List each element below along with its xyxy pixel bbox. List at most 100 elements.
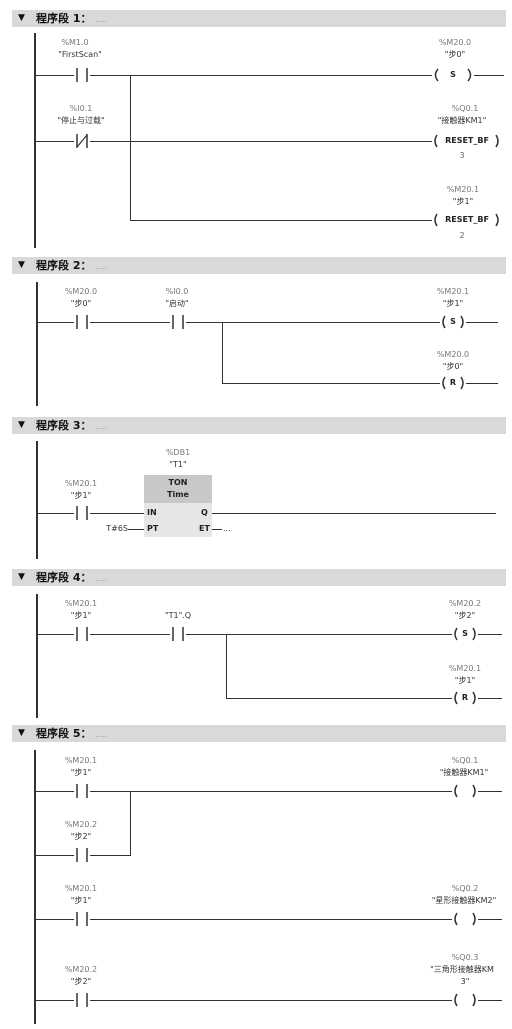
operand-address: %M20.1: [446, 185, 480, 194]
coil-type: R: [449, 378, 457, 387]
coil-set-step0[interactable]: S: [432, 68, 474, 82]
operand-name: "启动": [165, 299, 189, 308]
collapse-toggle-icon[interactable]: ▼: [18, 728, 25, 738]
operand-name-continued: 3": [460, 977, 470, 986]
network-1-comment[interactable]: .....: [95, 16, 107, 24]
wire: [36, 855, 74, 856]
network-4-comment[interactable]: .....: [95, 575, 107, 583]
coil-reset-step0[interactable]: R: [440, 376, 466, 390]
coil-km3[interactable]: [452, 993, 478, 1007]
operand-name: "步2": [70, 832, 92, 841]
wire: [466, 322, 498, 323]
contact-no-firstscan[interactable]: [74, 68, 90, 82]
network-5-header[interactable]: ▼ 程序段 5：.....: [12, 725, 506, 742]
operand-name: "步1": [452, 197, 474, 206]
wire: [90, 322, 170, 323]
power-rail: [34, 750, 36, 1024]
coil-type: S: [462, 629, 468, 638]
operand-address: %M20.1: [64, 599, 98, 608]
wire: [128, 529, 144, 530]
operand-name: "步2": [454, 611, 476, 620]
contact-no-step2[interactable]: [74, 848, 90, 862]
operand-name: "步1": [442, 299, 464, 308]
coil-type: RESET_BF: [445, 136, 489, 145]
wire: [474, 75, 504, 76]
coil-type: S: [450, 70, 456, 79]
operand-name: "步0": [70, 299, 92, 308]
operand-name: "步1": [70, 491, 92, 500]
coil-set-step2[interactable]: S: [452, 627, 478, 641]
contact-no-step1[interactable]: [74, 506, 90, 520]
network-3-comment[interactable]: .....: [95, 423, 107, 431]
contact-no-step2[interactable]: [74, 993, 90, 1007]
contact-no-step0[interactable]: [74, 315, 90, 329]
wire: [90, 75, 432, 76]
coil-type: R: [461, 693, 469, 702]
operand-address: %M20.0: [438, 38, 472, 47]
operand-address: %M1.0: [61, 38, 89, 47]
operand-address: %M20.2: [448, 599, 482, 608]
operand-address: %Q0.1: [451, 104, 479, 113]
collapse-toggle-icon[interactable]: ▼: [18, 260, 25, 270]
branch-wire: [226, 634, 227, 698]
wire: [36, 1000, 74, 1001]
coil-km1[interactable]: [452, 784, 478, 798]
network-3-header[interactable]: ▼ 程序段 3：.....: [12, 417, 506, 434]
pt-preset-value[interactable]: T#6S: [106, 524, 128, 533]
db-name: "T1": [169, 460, 187, 469]
operand-name: "步1": [454, 676, 476, 685]
ton-type: TON: [168, 478, 188, 487]
network-4-header[interactable]: ▼ 程序段 4：.....: [12, 569, 506, 586]
power-rail: [34, 33, 36, 248]
operand-address: %M20.1: [64, 756, 98, 765]
branch-wire: [222, 322, 223, 383]
contact-no-start[interactable]: [170, 315, 186, 329]
network-5-title: 程序段 5：.....: [36, 727, 107, 740]
operand-address: %Q0.1: [451, 756, 479, 765]
pin-q: Q: [201, 508, 208, 517]
network-5-comment[interactable]: .....: [95, 731, 107, 739]
ton-timer-block[interactable]: TON Time IN PT Q ET: [144, 475, 212, 537]
wire: [90, 791, 452, 792]
coil-reset-step1[interactable]: R: [452, 691, 478, 705]
contact-no-t1-q[interactable]: [170, 627, 186, 641]
wire: [186, 634, 452, 635]
network-2-header[interactable]: ▼ 程序段 2：.....: [12, 257, 506, 274]
coil-km2[interactable]: [452, 912, 478, 926]
branch-wire: [130, 75, 131, 220]
wire: [90, 855, 130, 856]
operand-address: %M20.2: [64, 820, 98, 829]
coil-set-step1[interactable]: S: [440, 315, 466, 329]
network-2-comment[interactable]: .....: [95, 263, 107, 271]
coil-type: RESET_BF: [445, 215, 489, 224]
wire: [36, 141, 74, 142]
wire: [186, 322, 440, 323]
wire: [36, 919, 74, 920]
et-output-value[interactable]: ...: [223, 524, 231, 533]
coil-type: S: [450, 317, 456, 326]
power-rail: [36, 594, 38, 718]
coil-reset-bf-step1[interactable]: RESET_BF: [432, 213, 502, 227]
contact-no-step1[interactable]: [74, 784, 90, 798]
network-4-title: 程序段 4：.....: [36, 571, 107, 584]
collapse-toggle-icon[interactable]: ▼: [18, 420, 25, 430]
operand-name: "步2": [70, 977, 92, 986]
network-1-header[interactable]: ▼ 程序段 1：.....: [12, 10, 506, 27]
wire: [90, 634, 170, 635]
wire: [478, 698, 502, 699]
operand-address: %M20.0: [436, 350, 470, 359]
wire: [90, 513, 144, 514]
collapse-toggle-icon[interactable]: ▼: [18, 572, 25, 582]
wire: [478, 791, 502, 792]
wire: [222, 383, 440, 384]
operand-address: %Q0.2: [451, 884, 479, 893]
operand-name: "步1": [70, 768, 92, 777]
operand-name: "步0": [442, 362, 464, 371]
coil-reset-bf-km1[interactable]: RESET_BF: [432, 134, 502, 148]
contact-nc-stop-overload[interactable]: [74, 134, 90, 148]
collapse-toggle-icon[interactable]: ▼: [18, 13, 25, 23]
contact-no-step1[interactable]: [74, 627, 90, 641]
power-rail: [36, 441, 38, 559]
db-address: %DB1: [165, 448, 191, 457]
contact-no-step1[interactable]: [74, 912, 90, 926]
